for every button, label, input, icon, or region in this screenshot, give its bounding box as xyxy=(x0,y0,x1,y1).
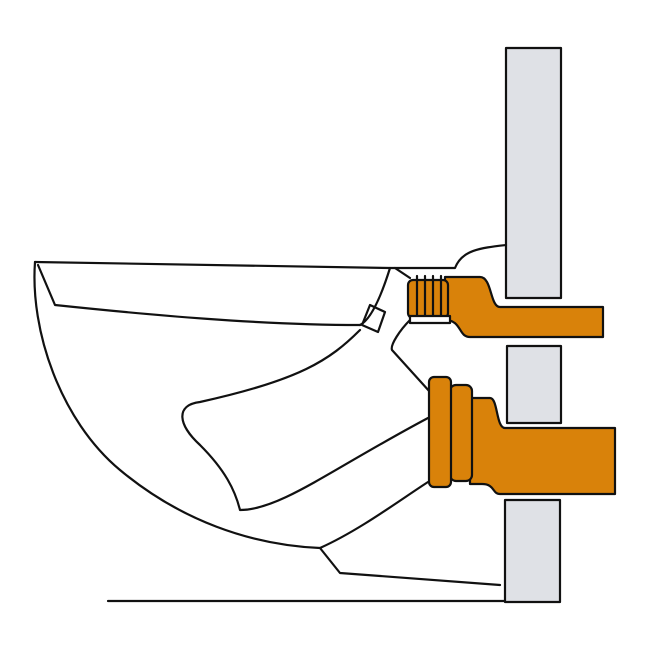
drain-pipe-connector xyxy=(427,375,617,496)
wall-segment-bottom xyxy=(503,498,562,604)
wall-segment-top xyxy=(504,46,563,300)
wall-segment-middle xyxy=(505,344,563,425)
flush-pipe-connector xyxy=(406,274,605,339)
toilet-bowl xyxy=(33,243,508,587)
